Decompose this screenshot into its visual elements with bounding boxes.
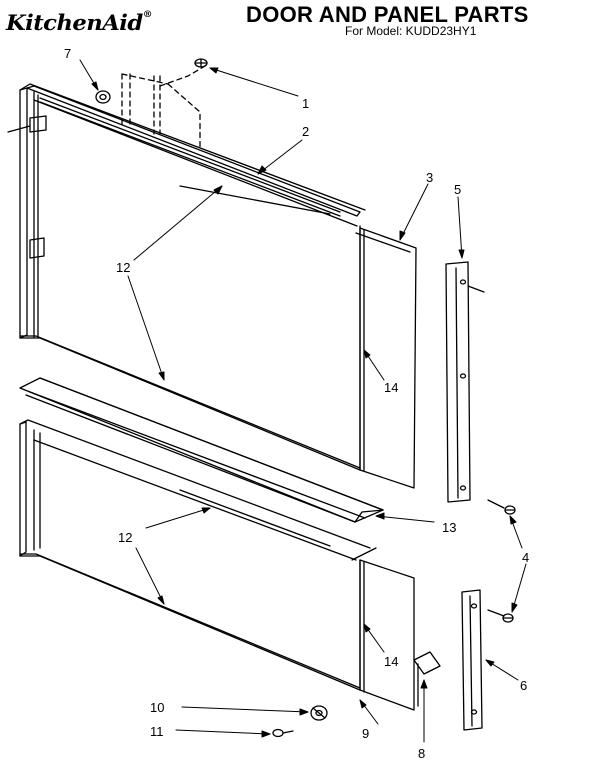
brand-name: KitchenAid [6,10,143,35]
hinge-screw [194,58,208,68]
lower-hinge-bracket [413,651,441,707]
leader-lines [79,59,527,743]
door-stop-screw [272,728,294,738]
trim-screw-upper [487,499,516,515]
lower-side-trim [461,589,483,731]
callout-11: 11 [150,724,164,739]
upper-side-trim [445,261,485,503]
model-subtitle: For Model: KUDD23HY1 [345,24,477,38]
upper-trim-strip [39,97,341,217]
callout-4: 4 [522,550,529,565]
callout-9: 9 [362,726,369,741]
trim-screw-lower [487,609,514,623]
callout-10: 10 [150,700,164,715]
callout-3: 3 [426,170,433,185]
hinge-bushing [95,90,111,104]
callout-12-upper: 12 [116,260,130,275]
door-stop-washer [310,705,328,721]
callout-14-upper: 14 [384,380,398,395]
callout-8: 8 [418,746,425,761]
lower-door-frame [19,419,371,691]
mounting-hinge-dashed [121,65,206,151]
callout-6: 6 [520,678,527,693]
callout-labels: 1 2 3 4 5 6 7 8 9 10 11 12 12 13 14 14 [64,46,529,761]
callout-2: 2 [302,124,309,139]
callout-12-lower: 12 [118,530,132,545]
kitchenaid-logo: KitchenAid® [6,10,152,35]
callout-7: 7 [64,46,71,61]
registered-mark: ® [142,10,153,20]
upper-panel [355,227,417,489]
page-title: DOOR AND PANEL PARTS [246,2,529,27]
callout-13: 13 [442,520,456,535]
upper-door-frame [7,83,366,471]
door-channel [19,377,384,523]
callout-5: 5 [454,182,461,197]
callout-1: 1 [302,96,309,111]
lower-panel [351,547,415,711]
callout-14-lower: 14 [384,654,398,669]
